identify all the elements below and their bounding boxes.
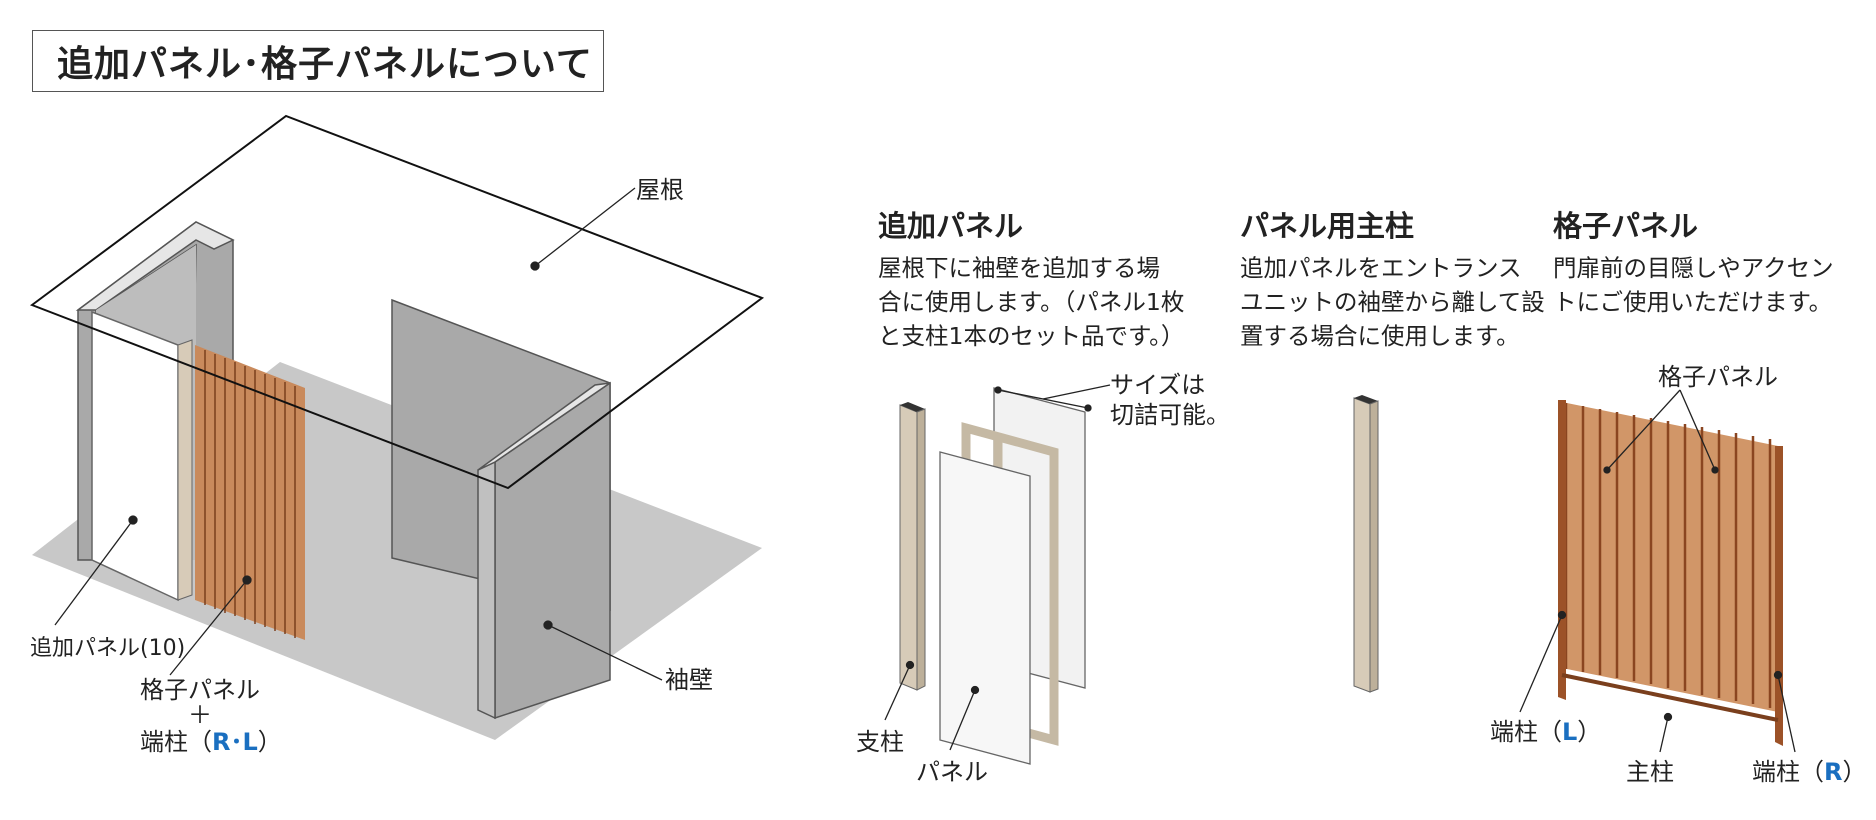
added-panel-post xyxy=(177,339,193,601)
section-line: ユニットの袖壁から離して設 xyxy=(1240,288,1545,316)
section-heading: 格子パネル xyxy=(1553,209,1699,243)
label-roof: 屋根 xyxy=(636,176,684,204)
label-main-post: 主柱 xyxy=(1626,758,1674,786)
section-line: 門扉前の目隠しやアクセン xyxy=(1553,254,1834,282)
label-panel: パネル xyxy=(916,758,988,786)
lattice-panel-part xyxy=(1558,400,1783,746)
label-end-post-r: 端柱（R） xyxy=(1752,758,1866,786)
section-line: と支柱1本のセット品です。） xyxy=(878,322,1185,350)
support-post-part xyxy=(899,402,926,691)
leader-lines-lattice xyxy=(1519,389,1796,753)
section-line: 追加パネルをエントランス xyxy=(1240,254,1522,282)
label-lattice-line2: 端柱（R･L） xyxy=(140,728,282,756)
wing-wall-right-edge xyxy=(477,460,496,720)
roof-outline xyxy=(29,114,765,490)
section-heading: パネル用主柱 xyxy=(1240,209,1415,243)
label-size-line2: 切詰可能。 xyxy=(1110,401,1230,429)
leader-lines-left xyxy=(54,187,663,681)
label-added-panel: 追加パネル(10) xyxy=(30,636,185,661)
label-post: 支柱 xyxy=(856,728,904,756)
section-line: 屋根下に袖壁を追加する場 xyxy=(878,254,1160,282)
section-main-post: パネル用主柱 追加パネルをエントランス ユニットの袖壁から離して設 置する場合に… xyxy=(1240,203,1545,353)
label-wing-wall: 袖壁 xyxy=(665,666,713,694)
section-heading: 追加パネル xyxy=(878,209,1024,243)
leader-lines-added xyxy=(884,384,1111,751)
label-lattice-plus: ＋ xyxy=(188,701,212,729)
front-panel-part xyxy=(939,451,1031,765)
main-post-part xyxy=(1353,395,1379,693)
section-line: 置する場合に使用します。 xyxy=(1240,322,1520,350)
section-line: トにご使用いただけます。 xyxy=(1553,288,1833,316)
label-lattice-line1: 格子パネル xyxy=(140,676,260,704)
label-lattice-panel: 格子パネル xyxy=(1658,363,1778,391)
label-size-line1: サイズは xyxy=(1110,371,1205,399)
section-lattice-panel: 格子パネル 門扉前の目隠しやアクセン トにご使用いただけます。 xyxy=(1553,203,1834,319)
label-end-post-l: 端柱（L） xyxy=(1490,718,1601,746)
section-line: 合に使用します。（パネル1枚 xyxy=(878,288,1185,316)
wing-wall-right-top xyxy=(477,382,611,471)
section-added-panel: 追加パネル 屋根下に袖壁を追加する場 合に使用します。（パネル1枚 と支柱1本の… xyxy=(878,203,1184,353)
lattice-panel-left xyxy=(195,345,305,640)
page-title: 追加パネル･格子パネルについて xyxy=(32,30,604,92)
